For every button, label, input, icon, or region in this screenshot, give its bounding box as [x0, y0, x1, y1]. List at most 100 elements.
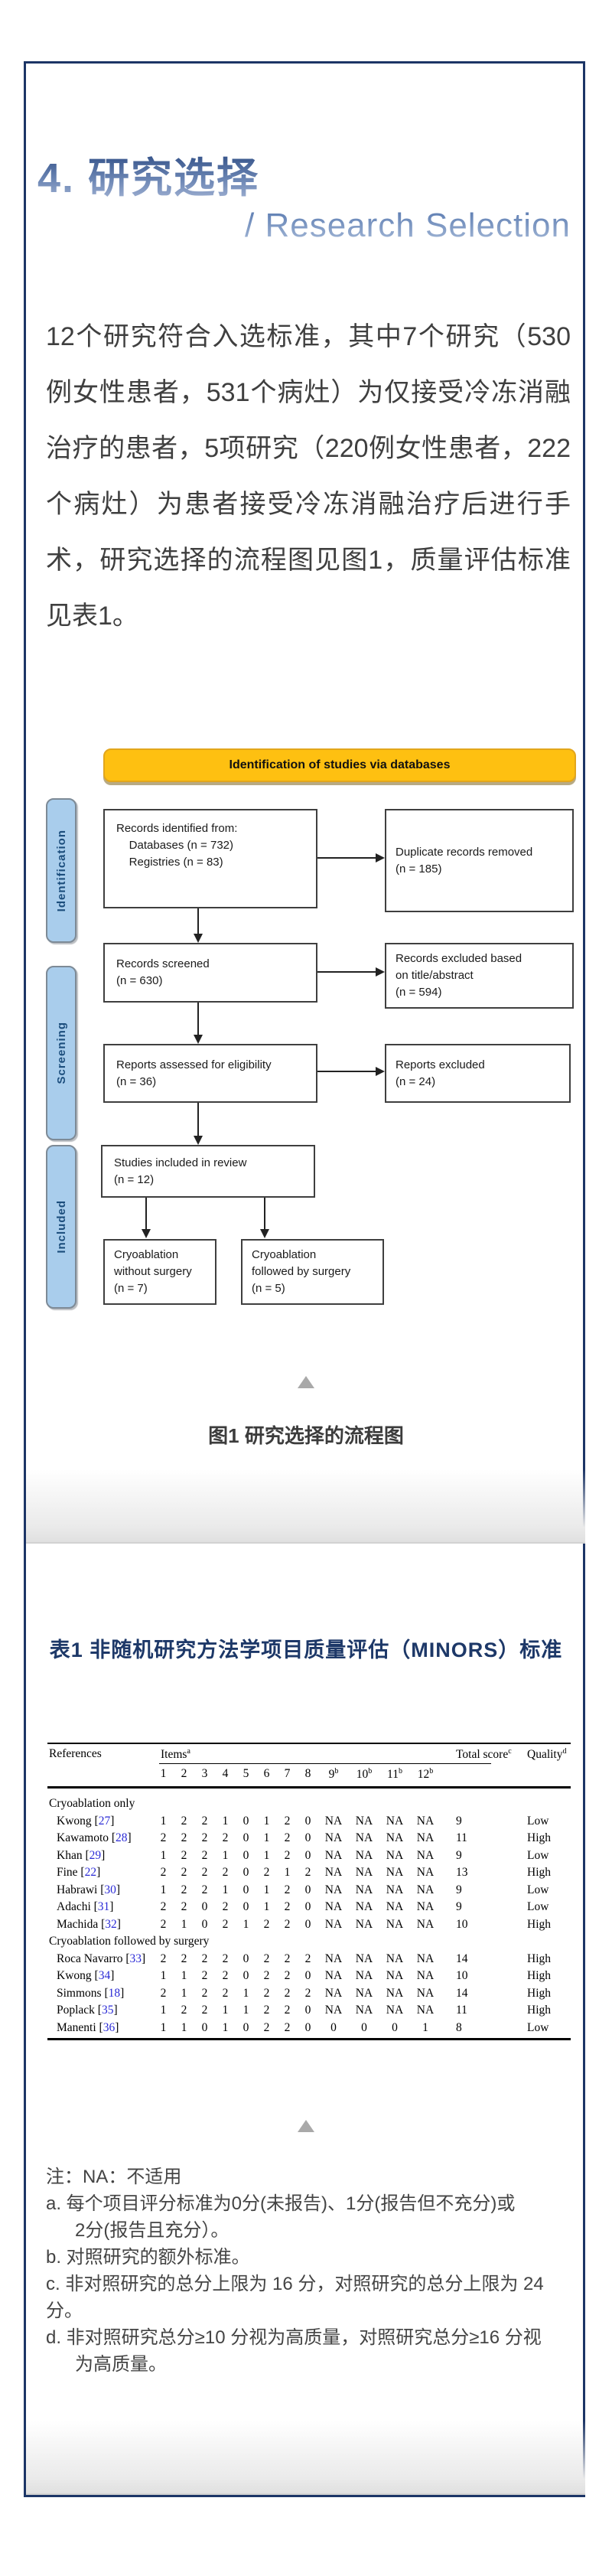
total-score-cell: 9	[456, 1814, 462, 1828]
column-header-items: Itemsa	[161, 1747, 190, 1762]
citation-link[interactable]: 29	[89, 1848, 102, 1862]
reference-cell: Simmons [18]	[57, 1986, 125, 2000]
item-score-cell: 2	[201, 1883, 208, 1896]
item-score-cell: 1	[181, 1969, 187, 1982]
flow-box-cryoablation-followed-surgery: Cryoablation followed by surgery (n = 5)	[241, 1239, 384, 1305]
arrow-right-icon	[376, 967, 385, 977]
item-score-cell: NA	[324, 2004, 343, 2017]
item-column-header: 2	[181, 1767, 187, 1780]
column-header-total-score: Total scorec	[456, 1747, 512, 1762]
item-column-header: 5	[243, 1767, 249, 1780]
arrow-down-icon	[194, 934, 203, 943]
item-score-cell: NA	[416, 1831, 435, 1844]
item-score-cell: 0	[361, 2020, 367, 2034]
total-score-cell: 11	[456, 1831, 467, 1844]
item-score-cell: 0	[304, 1848, 311, 1862]
reference-cell: Fine [22]	[57, 1866, 101, 1879]
item-score-cell: 0	[304, 1917, 311, 1931]
arrow-line	[264, 1198, 265, 1230]
quality-cell: Low	[527, 2020, 549, 2034]
item-score-cell: NA	[386, 1917, 404, 1931]
item-score-cell: NA	[355, 1831, 373, 1844]
item-score-cell: 2	[222, 1917, 229, 1931]
citation-link[interactable]: 36	[103, 2020, 116, 2034]
arrow-line	[317, 1071, 379, 1072]
item-score-cell: NA	[355, 1969, 373, 1982]
total-score-cell: 9	[456, 1883, 462, 1896]
item-score-cell: 1	[160, 1848, 167, 1862]
item-score-cell: 1	[243, 2004, 249, 2017]
item-score-cell: 2	[284, 1969, 291, 1982]
quality-cell: Low	[527, 1883, 549, 1896]
item-score-cell: 1	[222, 2004, 229, 2017]
item-column-header: 4	[222, 1767, 229, 1780]
item-score-cell: 1	[263, 1900, 270, 1913]
citation-link[interactable]: 32	[105, 1917, 117, 1931]
flowchart-banner: Identification of studies via databases	[103, 748, 576, 782]
item-column-header: 6	[263, 1767, 270, 1780]
item-score-cell: NA	[386, 1814, 404, 1828]
total-score-cell: 8	[456, 2020, 462, 2034]
arrow-line	[197, 908, 199, 934]
item-score-cell: 2	[263, 1917, 270, 1931]
item-score-cell: 0	[304, 1900, 311, 1913]
item-score-cell: NA	[416, 2004, 435, 2017]
citation-link[interactable]: 18	[108, 1986, 121, 2000]
item-score-cell: 0	[243, 1831, 249, 1844]
citation-link[interactable]: 27	[98, 1814, 111, 1828]
item-score-cell: 1	[222, 1814, 229, 1828]
citation-link[interactable]: 30	[104, 1883, 116, 1896]
table-group-label: Cryoablation followed by surgery	[49, 1935, 210, 1948]
arrow-down-icon	[142, 1229, 151, 1238]
citation-link[interactable]: 22	[84, 1866, 97, 1879]
item-score-cell: NA	[416, 1986, 435, 2000]
arrow-line	[197, 1103, 199, 1136]
item-score-cell: 2	[222, 1952, 229, 1965]
item-score-cell: NA	[355, 2004, 373, 2017]
arrow-down-icon	[194, 1136, 203, 1145]
reference-cell: Adachi [31]	[57, 1900, 114, 1913]
flow-box-duplicates-removed: Duplicate records removed (n = 185)	[385, 809, 574, 912]
flow-box-cryoablation-without-surgery: Cryoablation without surgery (n = 7)	[103, 1239, 216, 1305]
arrow-right-icon	[376, 1067, 385, 1076]
item-score-cell: 2	[181, 1883, 187, 1896]
item-score-cell: 2	[181, 1848, 187, 1862]
item-score-cell: NA	[355, 1883, 373, 1896]
item-score-cell: 2	[201, 1848, 208, 1862]
stage-label-screening: Screening	[54, 1022, 68, 1084]
flow-box-studies-included: Studies included in review (n = 12)	[101, 1145, 315, 1198]
quality-label: Quality	[527, 1748, 563, 1762]
item-score-cell: 2	[181, 1952, 187, 1965]
total-score-superscript: c	[508, 1747, 512, 1756]
item-score-cell: 2	[284, 2004, 291, 2017]
note-line: c. 非对照研究的总分上限为 16 分，对照研究的总分上限为 24 分。	[46, 2274, 544, 2321]
item-score-cell: 1	[181, 1986, 187, 2000]
item-column-header: 10b	[356, 1767, 373, 1782]
reference-cell: Machida [32]	[57, 1917, 121, 1931]
item-score-cell: 1	[222, 1848, 229, 1862]
reference-cell: Kawamoto [28]	[57, 1831, 132, 1844]
item-score-cell: 0	[330, 2020, 337, 2034]
quality-cell: Low	[527, 1848, 549, 1862]
item-score-cell: 2	[284, 1814, 291, 1828]
citation-link[interactable]: 33	[129, 1952, 142, 1965]
item-score-cell: 0	[304, 2004, 311, 2017]
citation-link[interactable]: 31	[97, 1900, 110, 1913]
citation-link[interactable]: 35	[101, 2004, 114, 2017]
item-score-cell: 2	[160, 1917, 167, 1931]
item-score-cell: 2	[160, 1866, 167, 1879]
item-score-cell: NA	[416, 1814, 435, 1828]
arrow-line	[317, 857, 379, 859]
quality-cell: High	[527, 2004, 551, 2017]
item-score-cell: 1	[243, 1986, 249, 2000]
item-score-cell: 0	[243, 1952, 249, 1965]
citation-link[interactable]: 28	[116, 1831, 128, 1844]
flow-box-reports-assessed: Reports assessed for eligibility (n = 36…	[103, 1044, 317, 1103]
citation-link[interactable]: 34	[98, 1969, 111, 1982]
